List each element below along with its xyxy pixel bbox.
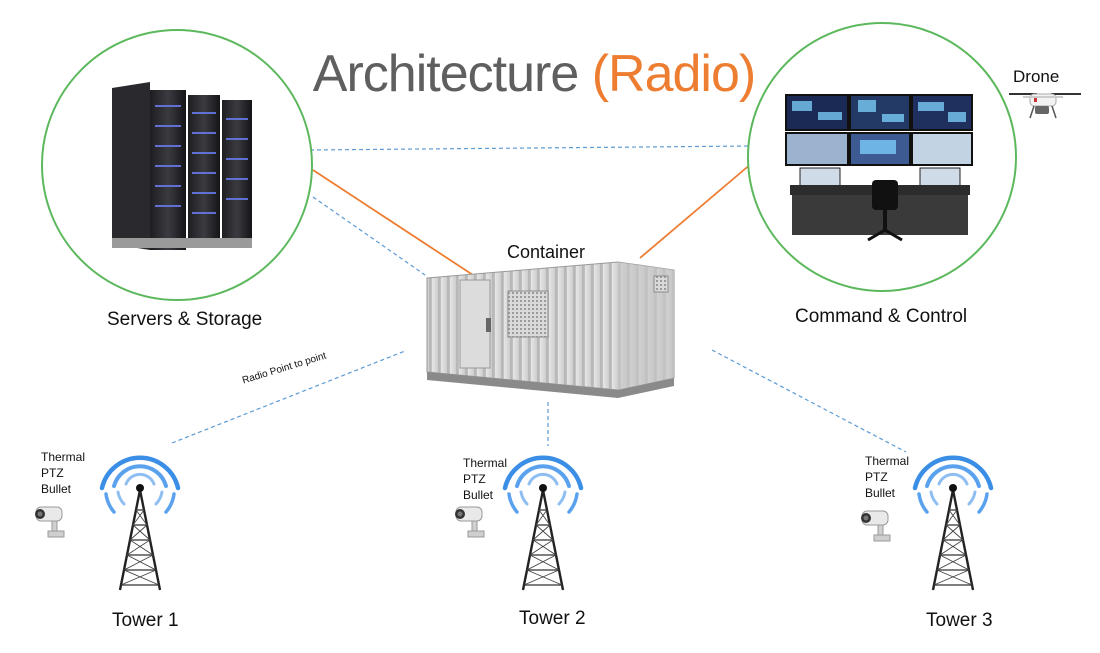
camera-type: PTZ — [41, 466, 64, 480]
command-label: Command & Control — [795, 306, 968, 327]
camera-icon-1 — [34, 506, 65, 538]
wired-links — [312, 162, 753, 278]
camera-type: Thermal — [463, 456, 508, 470]
tower-2-label: Tower 2 — [519, 608, 586, 629]
camera-icon-2 — [454, 506, 485, 538]
link-tower3-container — [711, 349, 907, 453]
container-label: Container — [507, 242, 586, 262]
drone-label: Drone — [1013, 67, 1060, 86]
camera-type: Thermal — [41, 450, 86, 464]
servers-label: Servers & Storage — [107, 309, 263, 330]
camera-type: PTZ — [463, 472, 486, 486]
drone-icon — [1009, 93, 1081, 119]
camera-type: Bullet — [41, 482, 72, 496]
link-servers-container-wired — [312, 169, 477, 278]
network-links — [171, 145, 907, 453]
tower-1-icon — [102, 458, 178, 592]
camera-type: Bullet — [463, 488, 494, 502]
tower-3-cameras: Thermal PTZ Bullet — [865, 453, 909, 501]
tower-1-label: Tower 1 — [112, 610, 179, 631]
page-title: Architecture (Radio) — [0, 44, 1068, 104]
camera-type: Thermal — [865, 454, 910, 468]
server-rack-icon — [112, 82, 252, 250]
tower-3-icon — [915, 458, 991, 592]
link-command-container-wired — [639, 162, 753, 259]
title-main: Architecture — [312, 45, 579, 103]
camera-type: Bullet — [865, 486, 896, 500]
tower-2-icon — [505, 458, 581, 592]
container-icon — [426, 261, 675, 398]
tower-2-cameras: Thermal PTZ Bullet — [463, 455, 507, 503]
control-room-icon — [785, 94, 973, 242]
title-accent: (Radio) — [591, 45, 756, 103]
tower-1-cameras: Thermal PTZ Bullet — [41, 449, 85, 497]
tower-3-label: Tower 3 — [926, 610, 993, 631]
camera-type: PTZ — [865, 470, 888, 484]
link-servers-command — [309, 145, 753, 151]
camera-icon-3 — [860, 510, 891, 542]
link-servers-container — [312, 196, 426, 276]
